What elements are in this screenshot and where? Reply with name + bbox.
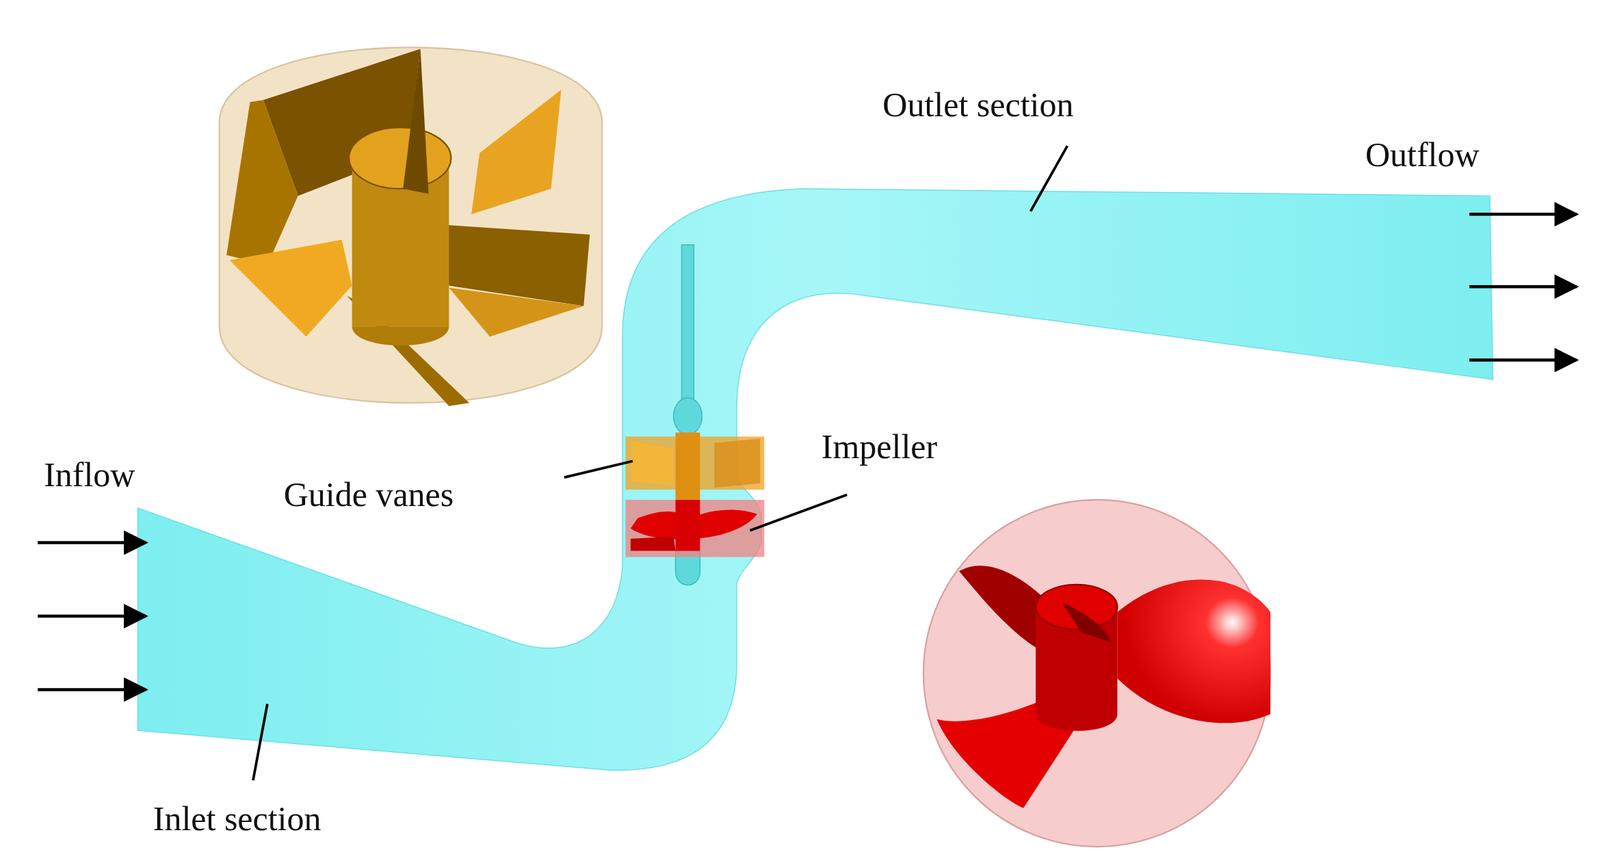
- bulb: [673, 398, 703, 436]
- impeller-band: [625, 500, 765, 558]
- part-label: Outflow: [1365, 135, 1480, 176]
- guide-vane-blade: [630, 440, 674, 486]
- impeller-hub: [675, 500, 701, 552]
- part-label: Outlet section: [882, 85, 1074, 126]
- guide-vane-blade: [714, 438, 760, 488]
- leader-lines: [253, 145, 1068, 781]
- impeller-blade: [630, 536, 676, 552]
- part-label: Inflow: [43, 455, 135, 496]
- flow-passage: [137, 188, 1493, 771]
- guide-hub: [675, 432, 701, 500]
- part-label: Inlet section: [153, 799, 322, 840]
- part-label: Guide vanes: [283, 475, 455, 516]
- flow-arrows: [37, 214, 1577, 690]
- impeller-inset: [923, 500, 1271, 847]
- part-label: Impeller: [821, 427, 938, 468]
- shaft: [681, 244, 694, 409]
- guide-vane-inset: [219, 47, 602, 406]
